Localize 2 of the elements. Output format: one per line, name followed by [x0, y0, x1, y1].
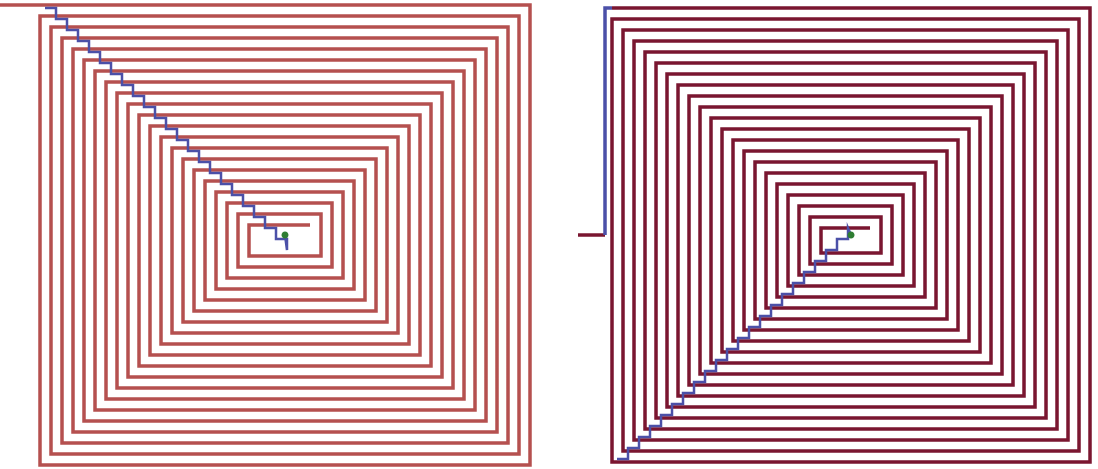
- spiral-inductor-drawing: [578, 6, 1092, 464]
- spiral-inductor-drawing: [0, 3, 532, 467]
